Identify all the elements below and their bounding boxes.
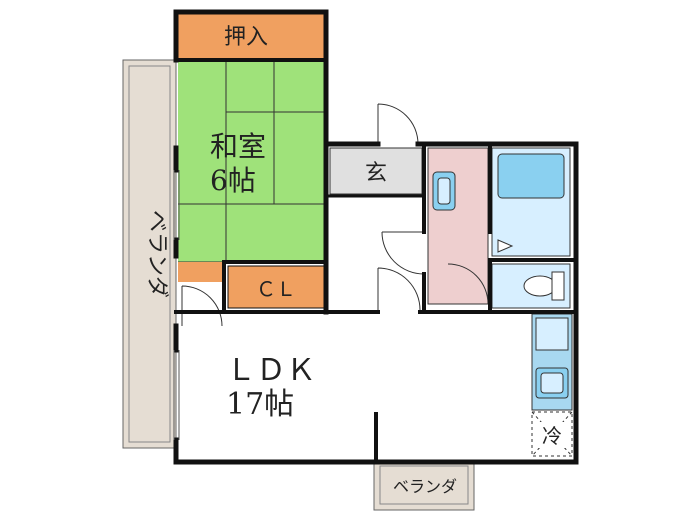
ldk-name: ＬＤＫ	[226, 353, 316, 388]
fridge-label: 冷	[542, 424, 562, 448]
west-balcony-label: ベランダ	[144, 210, 169, 298]
closet-label: ＣＬ	[256, 277, 296, 301]
kitchen-counter	[531, 313, 573, 411]
oshiire-label: 押入	[224, 25, 268, 50]
washitsu: 和室 6帖	[178, 62, 324, 282]
ldk-size: 17帖	[226, 387, 294, 422]
genkan-label: 玄	[365, 161, 387, 186]
doors	[181, 103, 489, 327]
washroom	[427, 147, 489, 305]
genkan: 玄	[329, 147, 423, 195]
west-windows	[173, 170, 180, 440]
bathroom	[491, 147, 571, 257]
fridge-space: 冷	[531, 411, 573, 457]
west-balcony: ベランダ	[122, 59, 177, 449]
washitsu-name: 和室	[210, 130, 266, 163]
toilet	[491, 263, 571, 309]
walls	[173, 9, 579, 465]
closet: ＣＬ	[227, 265, 325, 332]
washitsu-size: 6帖	[210, 164, 256, 197]
south-balcony-label: ベランダ	[393, 477, 457, 496]
oshiire: 押入	[177, 13, 325, 61]
south-balcony: ベランダ	[373, 459, 475, 511]
